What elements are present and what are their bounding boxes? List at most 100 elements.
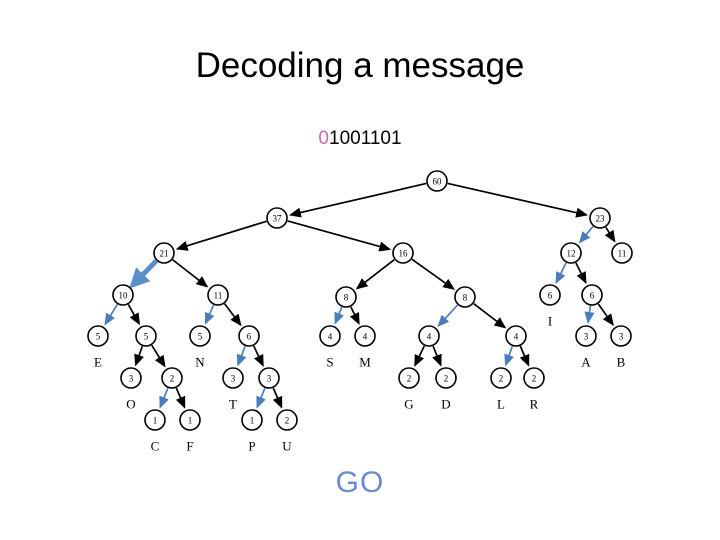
tree-node: 5 [87, 325, 109, 347]
tree-edge [252, 345, 264, 367]
tree-node-weight: 2 [407, 374, 412, 384]
tree-node-circle [426, 170, 448, 192]
tree-edge [447, 182, 589, 218]
tree-node-circle [575, 325, 597, 347]
tree-node-weight: 1 [188, 416, 193, 426]
tree-node-weight: 11 [214, 291, 223, 301]
tree-node-circle [490, 367, 512, 389]
tree-node: 5 [189, 325, 211, 347]
tree-node-weight: 11 [618, 249, 627, 259]
tree-node-circle [120, 367, 142, 389]
leaf-letter: I [548, 314, 552, 329]
tree-node-circle [319, 325, 341, 347]
tree-node-weight: 4 [328, 332, 333, 342]
tree-node-circle [144, 409, 166, 431]
tree-edge [236, 345, 247, 367]
tree-node: 6 [581, 284, 603, 306]
tree-node: 21 [153, 242, 175, 264]
tree-node-weight: 2 [170, 374, 175, 384]
tree-node-weight: 2 [532, 374, 537, 384]
tree-node-circle [589, 207, 611, 229]
tree-node-circle [87, 325, 109, 347]
tree-edge [437, 304, 459, 327]
leaf-letter: F [186, 439, 193, 454]
tree-node-weight: 6 [247, 332, 252, 342]
tree-node-circle [241, 409, 263, 431]
decoded-output: GO [335, 466, 385, 499]
tree-node-weight: 6 [590, 291, 595, 301]
tree-node: 16 [392, 242, 414, 264]
tree-node-circle [611, 242, 633, 264]
tree-node-circle [112, 284, 134, 306]
tree-edge [414, 345, 426, 367]
tree-node: 2 [161, 367, 183, 389]
tree-edge [575, 262, 587, 284]
tree-node-circle [560, 242, 582, 264]
tree-edge [555, 262, 567, 284]
tree-node: 12 [560, 242, 582, 264]
tree-node-weight: 5 [198, 332, 203, 342]
tree-edge [473, 303, 507, 329]
leaf-letter: P [248, 439, 255, 454]
tree-node-weight: 4 [363, 332, 368, 342]
leaf-letter: C [151, 439, 160, 454]
tree-node: 2 [490, 367, 512, 389]
tree-node: 3 [120, 367, 142, 389]
tree-edge [204, 304, 215, 325]
tree-node: 23 [589, 207, 611, 229]
leaf-letter: M [359, 355, 371, 370]
tree-edge [175, 220, 267, 251]
leaf-letter: N [195, 355, 205, 370]
tree-node: 11 [207, 284, 229, 306]
tree-node: 37 [266, 207, 288, 229]
tree-node-weight: 3 [231, 374, 236, 384]
tree-edge [432, 345, 442, 367]
tree-node-circle [179, 409, 201, 431]
tree-node-circle [435, 367, 457, 389]
tree-node-circle [354, 325, 376, 347]
tree-node-weight: 2 [499, 374, 504, 384]
tree-edge [349, 306, 360, 325]
tree-edge [504, 346, 514, 367]
tree-node-weight: 4 [514, 332, 519, 342]
tree-edge [604, 226, 616, 243]
tree-edge [287, 220, 392, 252]
tree-node: 3 [575, 325, 597, 347]
tree-node-circle [505, 325, 527, 347]
tree-node: 4 [418, 325, 440, 347]
leaf-letter: E [94, 355, 102, 370]
tree-node: 2 [398, 367, 420, 389]
tree-node: 5 [135, 325, 157, 347]
tree-node-weight: 5 [96, 332, 101, 342]
tree-node: 1 [144, 409, 166, 431]
tree-edge [256, 387, 266, 409]
leaf-letter: G [404, 397, 413, 412]
leaf-letter: T [229, 397, 237, 412]
tree-edge [151, 344, 166, 368]
tree-node-weight: 1 [250, 416, 255, 426]
tree-node-circle [266, 207, 288, 229]
tree-node: 3 [610, 325, 632, 347]
tree-node-circle [454, 286, 476, 308]
encoded-bitstring: 01001101 [0, 128, 720, 150]
tree-node-circle [258, 367, 280, 389]
tree-node-circle [418, 325, 440, 347]
tree-node-weight: 4 [427, 332, 432, 342]
tree-node: 6 [238, 325, 260, 347]
tree-node: 10 [112, 284, 134, 306]
tree-edge [104, 303, 118, 326]
tree-node-circle [335, 286, 357, 308]
tree-node-weight: 3 [267, 374, 272, 384]
leaf-letter: L [497, 397, 505, 412]
tree-node-circle [523, 367, 545, 389]
tree-node-weight: 1 [153, 416, 158, 426]
tree-edge [519, 345, 530, 367]
tree-node: 8 [335, 286, 357, 308]
tree-node-weight: 37 [273, 214, 283, 224]
tree-edge [272, 387, 283, 409]
tree-edge [175, 387, 186, 409]
